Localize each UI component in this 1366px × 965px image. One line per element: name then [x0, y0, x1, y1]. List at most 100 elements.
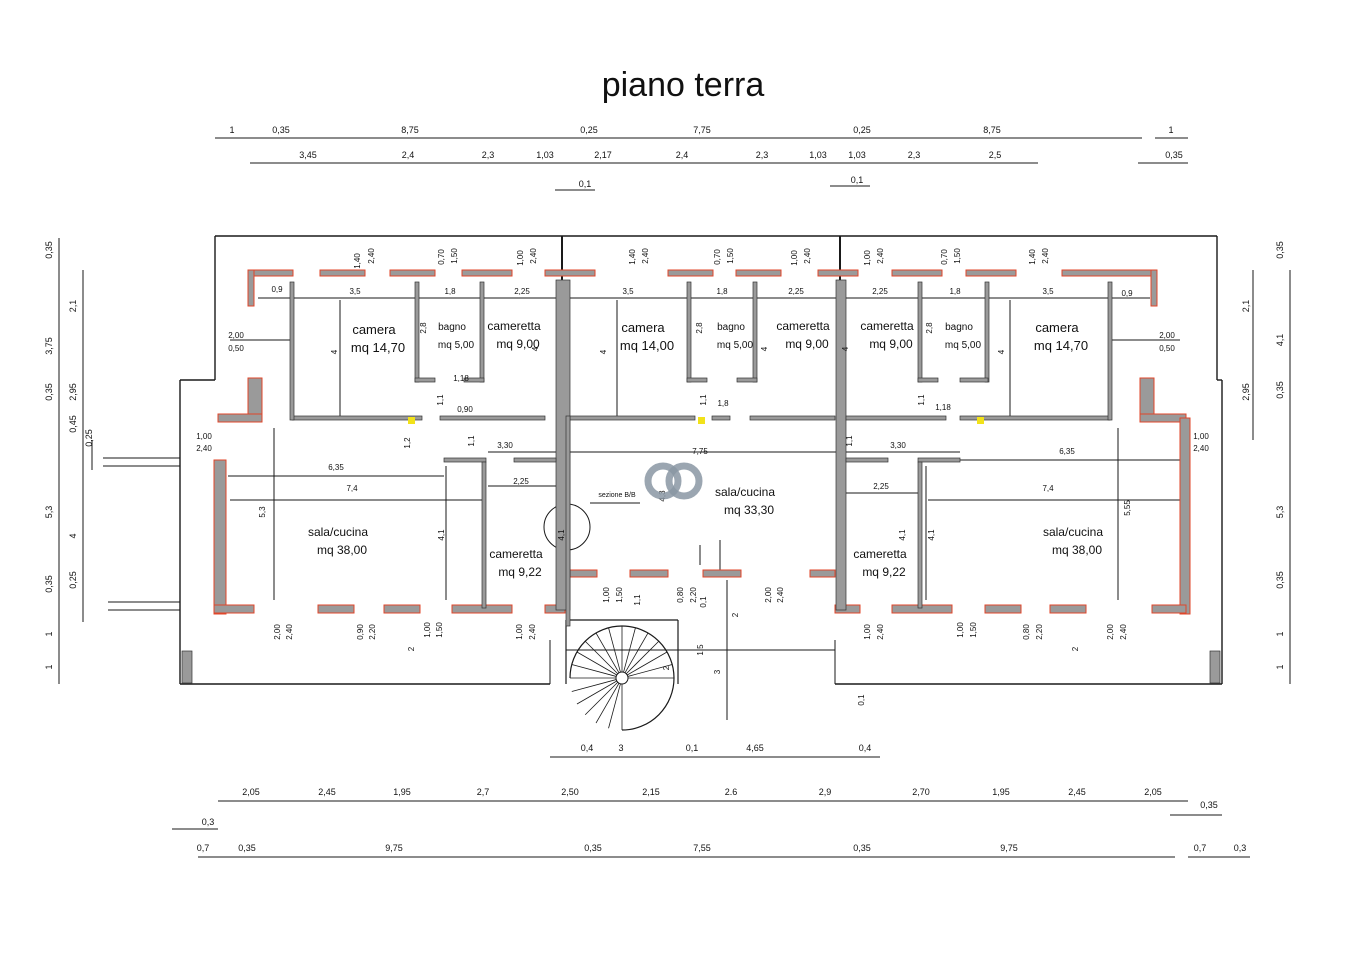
- room-name: camera: [1035, 320, 1079, 335]
- dimension-label: 2,00: [228, 331, 244, 340]
- dimension-label: 2,3: [482, 150, 495, 160]
- dimension-label: 2,40: [1193, 444, 1209, 453]
- dimension-label: 3,30: [497, 441, 513, 450]
- wall-segment: [735, 269, 782, 277]
- wall-segment: [629, 569, 669, 578]
- dimension-label: 4: [760, 346, 769, 351]
- wall-segment: [749, 415, 836, 421]
- wall-segment: [544, 269, 596, 277]
- wall-segment: [736, 377, 758, 383]
- watermark-logo-icon: [644, 462, 703, 500]
- dimension-label: 0,1: [851, 175, 864, 185]
- dimension-label: 0,35: [238, 843, 256, 853]
- dimension-label: 7,4: [1042, 484, 1054, 493]
- wall-segment: [319, 269, 366, 277]
- dimension-label: 2,1: [1241, 300, 1251, 313]
- dimension-label: 1,8: [716, 287, 728, 296]
- dimension-label: 0,80: [676, 587, 685, 603]
- dimension-label: 1,18: [935, 403, 951, 412]
- stair-tread: [584, 681, 619, 716]
- dimension-label: 2,4: [676, 150, 689, 160]
- dimension-label: 0,7: [1194, 843, 1207, 853]
- dimension-label: 4,1: [898, 529, 907, 541]
- dimension-label: 3,30: [890, 441, 906, 450]
- dimension-label: 2,20: [368, 624, 377, 640]
- dimension-label: 2,17: [594, 150, 612, 160]
- dimension-label: 4,1: [437, 529, 446, 541]
- dimension-label: 1,40: [1028, 249, 1037, 265]
- room-area: mq 9,22: [498, 565, 542, 579]
- dimension-label: 1,8: [717, 399, 729, 408]
- wall-segment: [917, 377, 939, 383]
- room-area: mq 9,00: [496, 337, 540, 351]
- dimension-label: 4: [841, 346, 850, 351]
- dimension-label: 1,00: [516, 250, 525, 266]
- wall-segment: [834, 604, 861, 614]
- wall-segment: [845, 415, 947, 421]
- room-name: bagno: [945, 322, 973, 333]
- wall-segment: [461, 269, 513, 277]
- dimension-label: 2,7: [477, 787, 490, 797]
- stair-tread: [576, 680, 618, 705]
- dimension-label: 0,4: [859, 743, 872, 753]
- dimension-label: 2,40: [1041, 248, 1050, 264]
- dimension-label: 1,03: [848, 150, 866, 160]
- dimension-label: 3,5: [1042, 287, 1054, 296]
- dimension-label: 1,5: [696, 644, 705, 656]
- room-name: sala/cucina: [715, 485, 775, 499]
- dimension-label: 2: [1071, 646, 1080, 651]
- stair-tread: [571, 679, 617, 692]
- dimension-label: 1,50: [969, 622, 978, 638]
- wall-segment: [965, 269, 1017, 277]
- dimension-label: 1,1: [467, 435, 476, 447]
- room-name: camera: [621, 320, 665, 335]
- room-name: camera: [352, 322, 396, 337]
- dimension-label: 2,40: [529, 248, 538, 264]
- dimension-label: 1,8: [949, 287, 961, 296]
- dimension-label: 2,8: [419, 322, 428, 334]
- dimension-label: 1,00: [423, 622, 432, 638]
- dimension-label: 4: [997, 349, 1006, 354]
- room-name: cameretta: [487, 319, 541, 333]
- stair-tread: [608, 627, 621, 673]
- room-name: sala/cucina: [308, 525, 368, 539]
- dimension-label: 2,40: [776, 587, 785, 603]
- dimension-label: 2,40: [367, 248, 376, 264]
- dimension-label: 2,8: [695, 322, 704, 334]
- dimension-label: 1,00: [602, 587, 611, 603]
- dimension-label: 2,25: [788, 287, 804, 296]
- dimension-label: 0,25: [580, 125, 598, 135]
- page-title: piano terra: [601, 66, 765, 104]
- dimension-label: 7,75: [693, 125, 711, 135]
- dimension-label: 0,1: [686, 743, 699, 753]
- dimension-label: 1,50: [615, 587, 624, 603]
- dimension-label: 0,1: [579, 179, 592, 189]
- dimension-label: 0,70: [940, 249, 949, 265]
- dimension-label: 7,75: [692, 447, 708, 456]
- wall-segment: [439, 415, 546, 421]
- dimension-label: 2,15: [642, 787, 660, 797]
- dimension-label: 2,40: [528, 624, 537, 640]
- wall-segment: [463, 377, 485, 383]
- marker: [408, 417, 415, 424]
- dimension-label: 0,50: [1159, 344, 1175, 353]
- room-name: bagno: [717, 322, 745, 333]
- dimension-label: 2,25: [514, 287, 530, 296]
- dimension-label: 4: [531, 346, 540, 351]
- wall-segment: [414, 377, 436, 383]
- dimension-label: 1,00: [790, 250, 799, 266]
- dimension-label: 1,50: [953, 248, 962, 264]
- dimension-label: 1,00: [956, 622, 965, 638]
- room-area: mq 38,00: [317, 543, 367, 557]
- wall-segment: [667, 269, 714, 277]
- dimension-label: 1,00: [1193, 432, 1209, 441]
- stair-tread: [624, 632, 649, 674]
- dimension-label: 3,45: [299, 150, 317, 160]
- dimension-label: 2,50: [561, 787, 579, 797]
- dimension-label: 4,1: [557, 529, 566, 541]
- room-area: mq 14,70: [1034, 338, 1088, 353]
- dimension-label: 2,00: [273, 624, 282, 640]
- stair-tread: [608, 683, 621, 729]
- stair-tread: [571, 664, 617, 677]
